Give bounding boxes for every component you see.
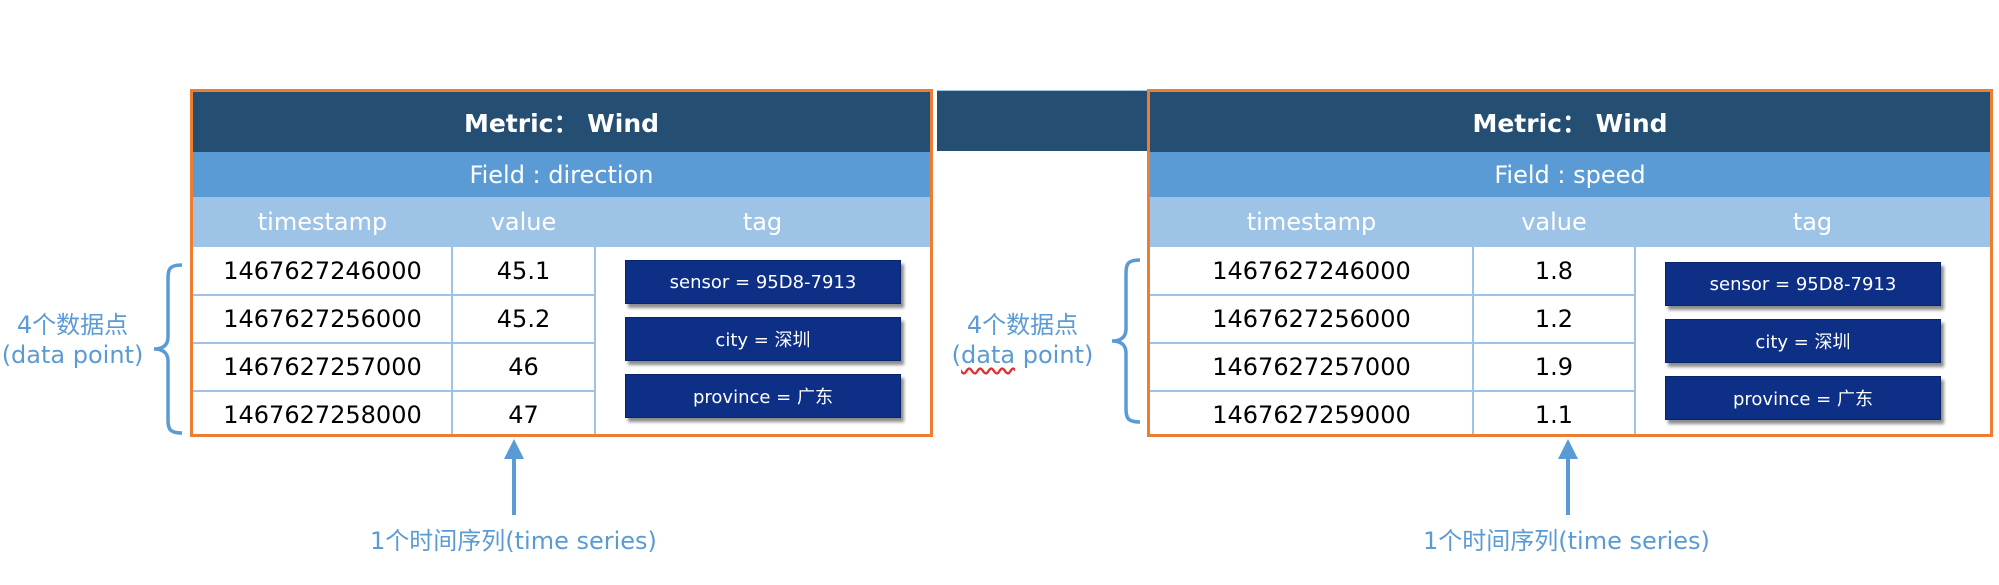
time-series-label-right: 1个时间序列(time series) xyxy=(1423,527,1710,555)
column-divider xyxy=(1472,247,1474,434)
row-divider xyxy=(1150,294,1634,296)
column-header-row: timestamp value tag xyxy=(1150,197,1990,247)
column-divider xyxy=(451,247,453,434)
tag-sensor: sensor = 95D8-7913 xyxy=(625,260,901,304)
column-divider xyxy=(594,247,596,434)
tag-province: province = 广东 xyxy=(1665,376,1941,420)
row-divider xyxy=(1150,390,1634,392)
row-divider xyxy=(193,294,594,296)
field-header: Field : direction xyxy=(193,152,930,197)
table-row: 1467627257000 46 xyxy=(193,343,930,391)
row-divider xyxy=(193,390,594,392)
time-series-label-left: 1个时间序列(time series) xyxy=(370,527,657,555)
column-header-row: timestamp value tag xyxy=(193,197,930,247)
metric-header: Metric： Wind xyxy=(1150,92,1990,152)
timestamp-cell: 1467627258000 xyxy=(223,401,422,429)
time-series-arrow-left xyxy=(504,439,524,515)
column-header-timestamp: timestamp xyxy=(1246,208,1377,236)
data-point-brace-left xyxy=(153,263,183,435)
data-point-label-line1: 4个数据点 xyxy=(966,311,1079,339)
column-header-tag: tag xyxy=(742,208,783,236)
table-row: 1467627256000 45.2 xyxy=(193,295,930,343)
timestamp-cell: 1467627257000 xyxy=(223,353,422,381)
tag-province: province = 广东 xyxy=(625,374,901,418)
time-series-table-speed: Metric： Wind Field : speed timestamp val… xyxy=(1147,89,1993,437)
value-cell: 46 xyxy=(508,353,539,381)
time-series-table-direction: Metric： Wind Field : direction timestamp… xyxy=(190,89,933,437)
field-header: Field : speed xyxy=(1150,152,1990,197)
value-cell: 45.2 xyxy=(496,305,551,333)
row-divider xyxy=(1150,342,1634,344)
tag-city: city = 深圳 xyxy=(625,317,901,361)
column-header-value: value xyxy=(1521,208,1587,236)
table-connector-bar xyxy=(937,90,1148,151)
timestamp-cell: 1467627256000 xyxy=(1212,305,1411,333)
table-row: 1467627246000 45.1 xyxy=(193,247,930,295)
time-series-arrow-right xyxy=(1558,439,1578,515)
timestamp-cell: 1467627246000 xyxy=(223,257,422,285)
timestamp-cell: 1467627259000 xyxy=(1212,401,1411,429)
column-header-value: value xyxy=(490,208,557,236)
value-cell: 1.9 xyxy=(1534,353,1574,381)
timestamp-cell: 1467627256000 xyxy=(223,305,422,333)
column-header-timestamp: timestamp xyxy=(257,208,388,236)
data-point-label-line2: (data point) xyxy=(950,340,1095,370)
value-cell: 45.1 xyxy=(496,257,551,285)
data-point-label-left: 4个数据点 (data point) xyxy=(0,310,145,370)
label-suffix: point) xyxy=(1015,341,1094,369)
table-row: 1467627256000 1.2 xyxy=(1150,295,1990,343)
timestamp-cell: 1467627257000 xyxy=(1212,353,1411,381)
paren-open: ( xyxy=(951,341,962,369)
spellcheck-underlined-word: data xyxy=(961,341,1016,369)
value-cell: 1.2 xyxy=(1534,305,1574,333)
metric-header: Metric： Wind xyxy=(193,92,930,152)
value-cell: 47 xyxy=(508,401,539,429)
value-cell: 1.8 xyxy=(1534,257,1574,285)
column-header-tag: tag xyxy=(1792,208,1833,236)
column-divider xyxy=(1634,247,1636,434)
data-point-label-right: 4个数据点 (data point) xyxy=(950,310,1095,370)
value-cell: 1.1 xyxy=(1534,401,1574,429)
table-row: 1467627257000 1.9 xyxy=(1150,343,1990,391)
row-divider xyxy=(193,342,594,344)
data-point-label-line2: (data point) xyxy=(1,341,144,369)
table-row: 1467627259000 1.1 xyxy=(1150,391,1990,439)
timestamp-cell: 1467627246000 xyxy=(1212,257,1411,285)
data-point-brace-right xyxy=(1111,258,1141,424)
tag-sensor: sensor = 95D8-7913 xyxy=(1665,262,1941,306)
data-point-label-line1: 4个数据点 xyxy=(16,311,129,339)
table-row: 1467627246000 1.8 xyxy=(1150,247,1990,295)
table-row: 1467627258000 47 xyxy=(193,391,930,439)
tag-city: city = 深圳 xyxy=(1665,319,1941,363)
